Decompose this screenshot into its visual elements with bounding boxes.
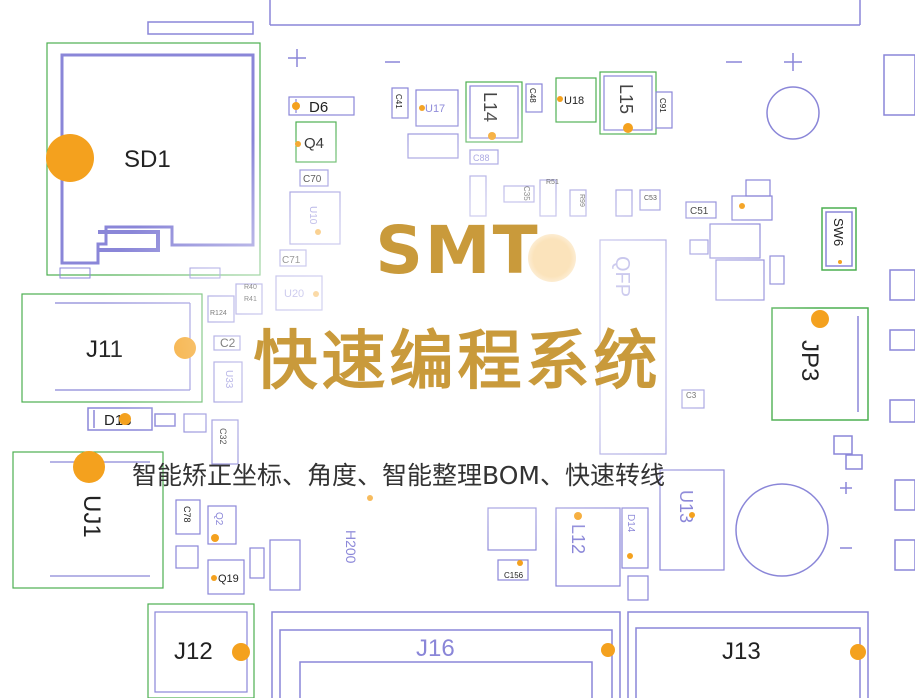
marker-j12 (232, 643, 250, 661)
label-q4: Q4 (304, 135, 324, 152)
marker-d14 (627, 553, 633, 559)
label-sd1: SD1 (124, 146, 171, 173)
label-l14: L14 (480, 92, 500, 122)
label-d6: D6 (309, 99, 328, 116)
marker-q4 (295, 141, 301, 147)
label-uj1: UJ1 (78, 495, 105, 538)
label-h200: H200 (343, 530, 359, 564)
label-c88: C88 (473, 153, 490, 163)
marker-q19 (211, 575, 217, 581)
label-c78: C78 (182, 506, 192, 523)
label-q19: Q19 (218, 573, 239, 585)
label-c35: C35 (522, 186, 531, 201)
marker-sd1 (46, 134, 94, 182)
label-c41: C41 (394, 94, 403, 109)
marker-j13 (850, 644, 866, 660)
label-u17: U17 (425, 103, 445, 115)
marker-j16 (601, 643, 615, 657)
label-r99: R99 (578, 194, 585, 207)
marker-l12 (574, 512, 582, 520)
marker-u17 (419, 105, 425, 111)
title-smt: SMT (375, 212, 540, 289)
subtitle-features: 智能矫正坐标、角度、智能整理BOM、快速转线 (132, 461, 665, 490)
marker-q2 (211, 534, 219, 542)
title-system: 快速编程系统 (253, 325, 662, 399)
subtitle-bullet (73, 451, 105, 483)
marker-u20 (313, 291, 319, 297)
label-j12: J12 (174, 638, 213, 665)
marker-l14 (488, 132, 496, 140)
label-c156: C156 (504, 571, 524, 580)
label-r41: R41 (244, 296, 257, 303)
label-c48: C48 (528, 88, 537, 103)
label-u13: U13 (676, 490, 696, 523)
label-r51: R51 (546, 179, 559, 186)
label-l15: L15 (616, 84, 636, 114)
label-l12: L12 (568, 524, 588, 554)
label-u20: U20 (284, 288, 304, 300)
title-glow-dot (528, 234, 576, 282)
label-d14: D14 (625, 514, 636, 533)
marker-u18 (557, 96, 563, 102)
marker-h200 (367, 495, 373, 501)
top-connector-strip (147, 0, 861, 71)
label-c32: C32 (218, 428, 228, 445)
label-c53: C53 (644, 195, 657, 202)
label-j16: J16 (416, 635, 455, 662)
marker-c156 (517, 560, 523, 566)
label-c91: C91 (658, 98, 667, 113)
marker-l15 (623, 123, 633, 133)
label-j13: J13 (722, 638, 761, 665)
marker-d6 (292, 102, 300, 110)
marker-d18 (119, 413, 131, 425)
label-u18: U18 (564, 95, 584, 107)
marker-u13 (689, 512, 695, 518)
label-c70: C70 (303, 174, 322, 185)
label-q2: Q2 (213, 512, 224, 526)
marker-d9 (739, 203, 745, 209)
